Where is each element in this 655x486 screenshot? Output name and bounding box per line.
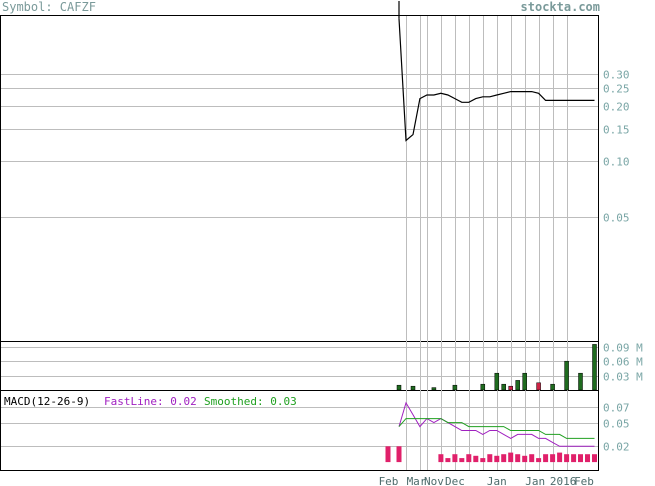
macd-tick-label: 0.07 bbox=[603, 402, 630, 415]
price-tick-label: 0.30 bbox=[603, 69, 630, 82]
macd-histogram-bar bbox=[515, 454, 521, 463]
x-tick-label: Feb bbox=[574, 475, 594, 486]
x-tick-label: Dec bbox=[445, 475, 465, 486]
volume-bar bbox=[494, 372, 500, 391]
price-tick-label: 0.15 bbox=[603, 124, 630, 137]
volume-series bbox=[396, 344, 597, 391]
x-tick-label: Feb bbox=[379, 475, 399, 486]
macd-series bbox=[385, 401, 597, 463]
macd-histogram-bar bbox=[557, 452, 563, 463]
macd-histogram-bar bbox=[452, 454, 458, 463]
brand-logo[interactable]: stockta.com bbox=[520, 0, 600, 14]
macd-histogram-bar bbox=[473, 455, 479, 463]
macd-histogram-bar bbox=[501, 454, 507, 463]
price-tick-label: 0.20 bbox=[603, 101, 630, 114]
volume-bar bbox=[452, 384, 458, 391]
macd-fast-label: FastLine: 0.02 bbox=[104, 395, 197, 408]
macd-histogram-bar bbox=[396, 446, 402, 463]
price-tick-label: 0.05 bbox=[603, 212, 630, 225]
macd-histogram-bar bbox=[466, 454, 472, 463]
macd-histogram-bar bbox=[487, 454, 493, 463]
x-tick-label: 2016 bbox=[550, 475, 577, 486]
macd-histogram-bar bbox=[480, 458, 486, 463]
macd-tick-label: 0.02 bbox=[603, 441, 630, 454]
volume-bar bbox=[592, 344, 597, 391]
volume-bar bbox=[508, 385, 513, 391]
volume-bar bbox=[564, 360, 569, 391]
macd-tick-label: 0.05 bbox=[603, 418, 630, 431]
volume-bar bbox=[536, 382, 541, 391]
price-line bbox=[398, 18, 595, 142]
price-tick-label: 0.25 bbox=[603, 83, 630, 96]
macd-panel-frame bbox=[0, 390, 599, 471]
volume-tick-label: 0.09 M bbox=[603, 342, 643, 355]
macd-fast-line bbox=[398, 401, 595, 447]
volume-bar bbox=[578, 372, 583, 391]
macd-histogram-bar bbox=[592, 454, 597, 463]
grid-layer bbox=[1, 16, 598, 470]
macd-histogram-bar bbox=[508, 452, 514, 463]
macd-histogram-bar bbox=[536, 458, 542, 463]
macd-smooth-line bbox=[398, 418, 595, 439]
x-tick-label: Mar bbox=[407, 475, 427, 486]
x-tick-label: Jan bbox=[487, 475, 507, 486]
price-series bbox=[398, 1, 595, 142]
macd-histogram-bar bbox=[564, 454, 570, 463]
macd-label: MACD(12-26-9) bbox=[4, 395, 90, 408]
volume-bar bbox=[515, 380, 520, 391]
x-tick-label: Nov bbox=[424, 475, 444, 486]
volume-bar bbox=[410, 385, 416, 391]
macd-histogram-bar bbox=[459, 458, 465, 463]
volume-panel-frame bbox=[0, 341, 599, 391]
macd-histogram-bar bbox=[543, 454, 549, 463]
macd-histogram-bar bbox=[585, 454, 590, 463]
volume-bar bbox=[522, 372, 527, 391]
macd-histogram-bar bbox=[550, 454, 556, 463]
macd-smooth-label: Smoothed: 0.03 bbox=[204, 395, 297, 408]
macd-histogram-bar bbox=[571, 454, 577, 463]
price-tick-label: 0.10 bbox=[603, 156, 630, 169]
volume-bar bbox=[501, 383, 506, 391]
macd-histogram-bar bbox=[385, 446, 391, 463]
volume-bar bbox=[550, 383, 555, 391]
axis-labels: 0.300.25 0.20 0.15 0.10 0.05 0.03 M 0.06 M0.09… bbox=[379, 69, 644, 486]
macd-histogram-bar bbox=[529, 454, 535, 463]
macd-histogram-bar bbox=[494, 455, 500, 463]
price-panel-frame bbox=[0, 15, 599, 342]
macd-histogram-bar bbox=[578, 454, 583, 463]
macd-histogram-bar bbox=[522, 455, 528, 463]
volume-bar bbox=[431, 387, 437, 391]
x-tick-label: Jan bbox=[525, 475, 545, 486]
volume-bar bbox=[480, 383, 486, 391]
volume-tick-label: 0.06 M bbox=[603, 356, 643, 369]
symbol-label: Symbol: CAFZF bbox=[2, 0, 96, 14]
macd-histogram-bar bbox=[438, 454, 444, 463]
volume-tick-label: 0.03 M bbox=[603, 371, 643, 384]
volume-bar bbox=[396, 384, 402, 391]
macd-histogram-bar bbox=[445, 458, 451, 463]
